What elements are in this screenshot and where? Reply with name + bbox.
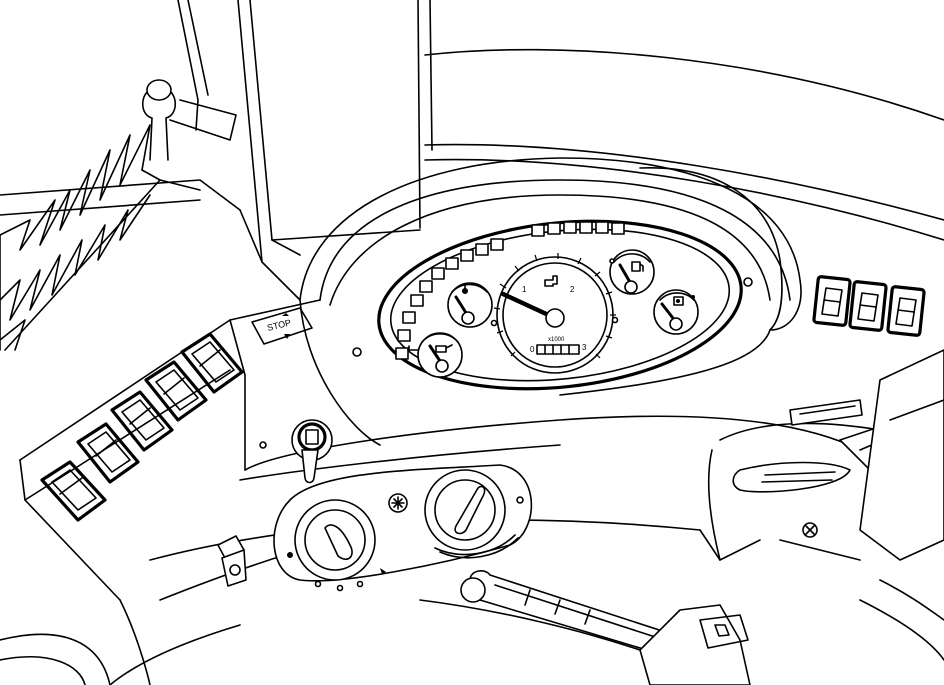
temperature-knob[interactable] [424,469,524,559]
ignition-key-switch[interactable] [259,419,333,484]
fan-speed-knob[interactable] [287,499,376,592]
warning-lights-top [531,221,625,237]
rocker-switch-7[interactable] [848,280,888,332]
oil-pressure-gauge [407,332,463,378]
rocker-switch-6[interactable] [812,275,852,327]
warning-lights [395,221,625,360]
gear-bellows [0,124,201,351]
gear-lever[interactable] [0,79,237,351]
fuel-pump-icon [631,261,644,272]
tachometer: 0 1 2 3 x1000 [493,253,616,374]
rocker-switch-5[interactable] [180,332,244,394]
fan-icon [388,493,408,513]
heater-control-panel [273,464,533,592]
tach-tick-2: 2 [570,285,575,294]
cluster-housing [299,157,802,446]
tach-multiplier: x1000 [548,337,565,343]
auxiliary-switch[interactable] [217,535,247,587]
coolant-temp-gauge [447,282,498,328]
tach-tick-0: 0 [530,345,535,354]
rocker-switch-2[interactable] [76,422,140,484]
stop-button[interactable]: STOP [251,307,313,345]
warning-lights-left [395,238,504,360]
right-switch-bank [812,275,926,337]
fuel-gauge [609,249,655,295]
tach-tick-1: 1 [522,285,527,294]
tach-tick-3: 3 [582,343,587,352]
handbrake-lever[interactable] [460,570,751,685]
rocker-switch-1[interactable] [40,460,107,522]
hydraulic-icon [673,296,684,306]
hour-meter [536,344,580,355]
right-side-console [707,349,944,661]
rocker-switch-3[interactable] [110,390,174,452]
left-switch-bank [40,332,244,522]
tach-ticks [493,253,616,359]
oil-can-icon [435,344,453,353]
rocker-switch-8[interactable] [886,285,926,337]
cab-frame [0,0,944,301]
engine-icon [544,275,558,287]
thermometer-icon [462,283,468,294]
rocker-switch-4[interactable] [144,360,208,422]
hydraulic-temp-gauge [611,289,699,335]
